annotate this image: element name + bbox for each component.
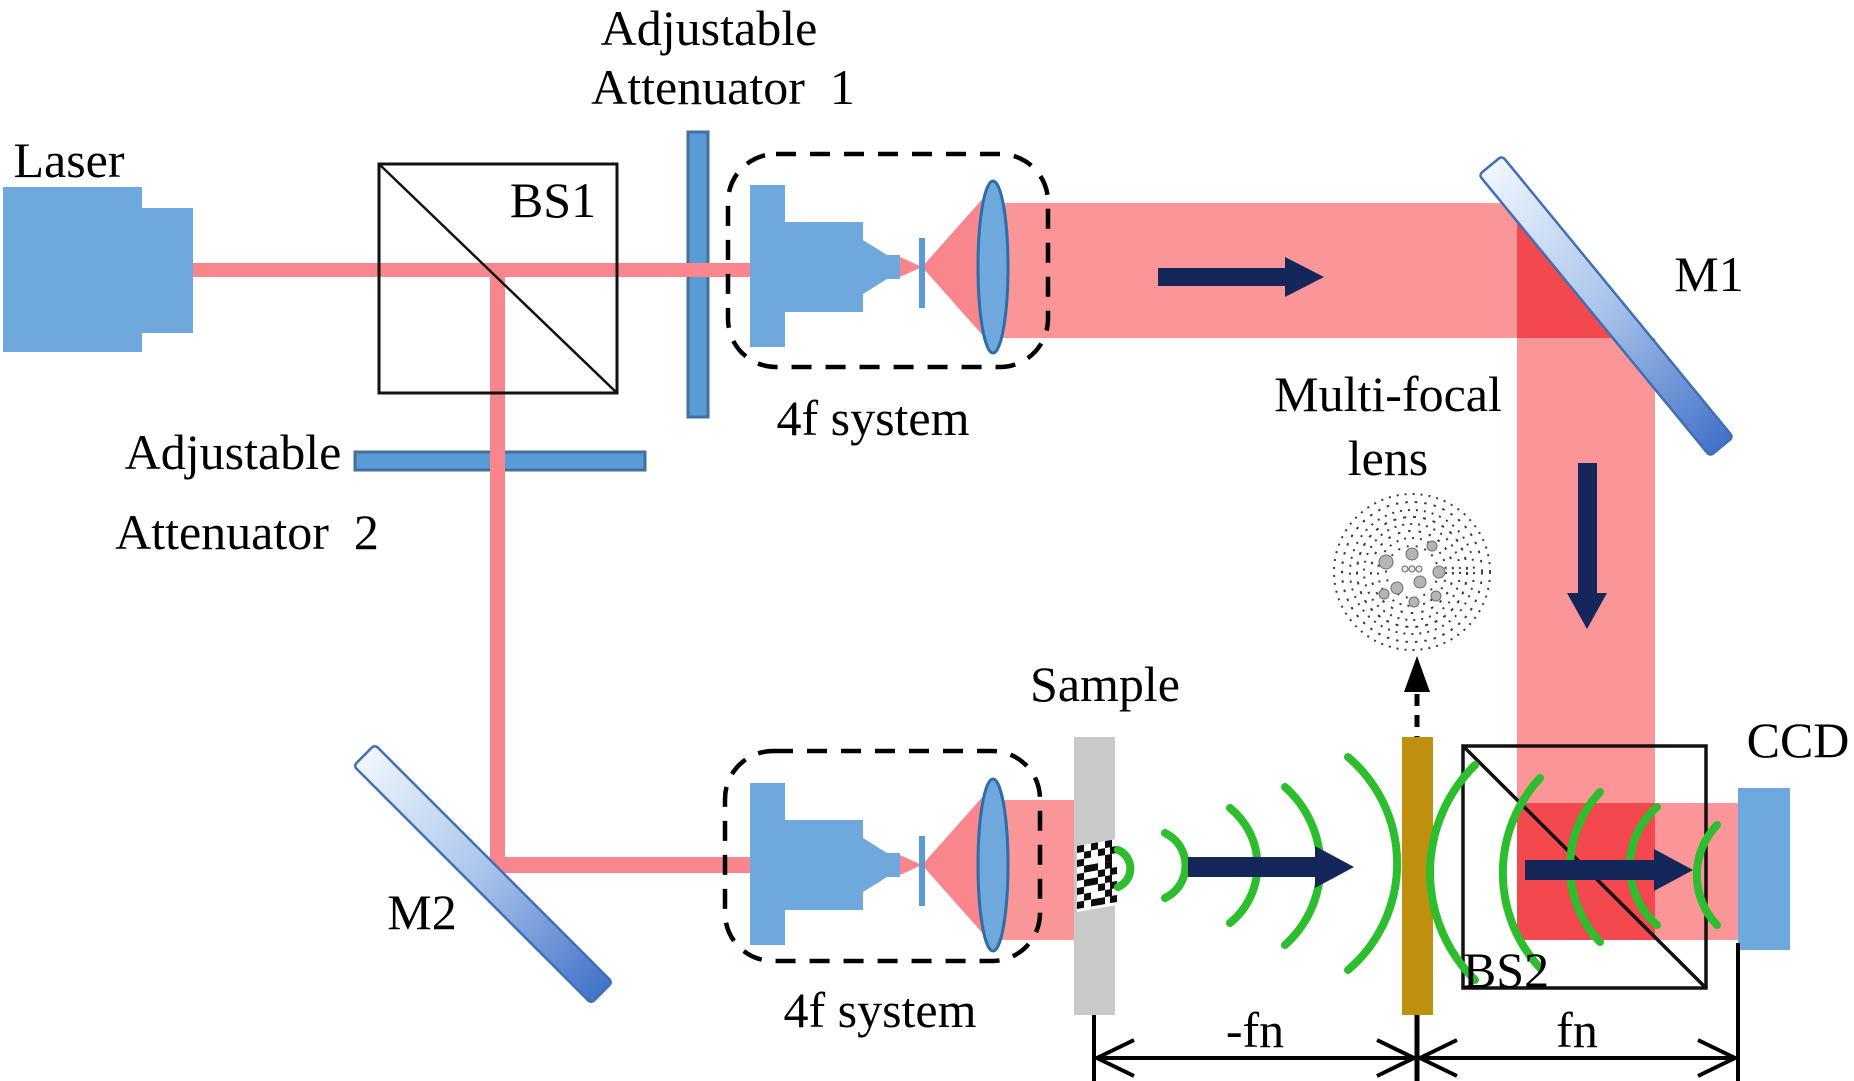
beam-bs1-down bbox=[490, 270, 505, 867]
arrowhead-right-in bbox=[1415, 1038, 1458, 1078]
ccd-sensor bbox=[1738, 788, 1790, 950]
beam-4f-to-sample bbox=[1000, 800, 1075, 940]
sample-object-pattern bbox=[1077, 838, 1117, 912]
beam-arrow-right-middle bbox=[1188, 846, 1354, 888]
m1-label: M1 bbox=[1674, 246, 1744, 302]
multifocal-label-line2: lens bbox=[1347, 430, 1429, 486]
objective-top bbox=[750, 185, 900, 347]
arrowhead-right-out bbox=[1697, 1038, 1740, 1078]
attenuator1-label-line2: Attenuator 1 bbox=[591, 59, 855, 115]
focus-cone-top-out bbox=[922, 196, 985, 338]
laser-label: Laser bbox=[13, 132, 125, 188]
dim-label-minus-fn: -fn bbox=[1225, 1002, 1285, 1058]
pinhole-bottom bbox=[919, 836, 925, 906]
attenuator2-label-line2: Attenuator 2 bbox=[115, 504, 379, 560]
collimating-lens-bottom bbox=[976, 777, 1010, 953]
dimension-lines bbox=[1092, 943, 1740, 1081]
beam-arrow-down bbox=[1567, 463, 1607, 629]
pinhole-top bbox=[919, 238, 925, 308]
sample-label: Sample bbox=[1030, 656, 1180, 712]
beamsplitter-outlines bbox=[377, 162, 1708, 990]
bs2-outline bbox=[1461, 744, 1708, 990]
bs1-diagonal bbox=[378, 163, 618, 394]
4f-optics bbox=[750, 179, 1010, 953]
dim-label-fn: fn bbox=[1556, 1002, 1598, 1058]
mirror-m2 bbox=[354, 745, 612, 1003]
up-arrowhead bbox=[1404, 656, 1430, 692]
attenuator1-label-line1: Adjustable bbox=[600, 0, 818, 56]
beam-m2-to-4f bbox=[498, 857, 758, 873]
objective-bottom bbox=[750, 783, 900, 945]
focus-cone-bottom-out bbox=[922, 794, 985, 936]
laser-head bbox=[3, 187, 193, 352]
beam-arrow-right-bs2 bbox=[1525, 849, 1693, 891]
focus-cone-top-in bbox=[900, 257, 922, 277]
converging-arc-2 bbox=[1498, 774, 1544, 972]
converging-arc-5 bbox=[1692, 821, 1721, 929]
laser-aperture bbox=[130, 208, 193, 333]
4f-box-bottom bbox=[722, 748, 1043, 964]
4f-bottom-label: 4f system bbox=[783, 982, 977, 1038]
converging-arc-1 bbox=[1426, 761, 1479, 984]
4f-boxes bbox=[722, 151, 1051, 964]
4f-box-top bbox=[725, 151, 1051, 370]
arrowhead-left-out bbox=[1092, 1038, 1135, 1078]
m2-label: M2 bbox=[387, 884, 457, 940]
bs1-label: BS1 bbox=[509, 172, 597, 228]
bs1-outline bbox=[377, 162, 619, 395]
4f-top-label: 4f system bbox=[776, 390, 970, 446]
diverging-arc-1 bbox=[1114, 846, 1135, 891]
arrowhead-left-in bbox=[1376, 1038, 1419, 1078]
beam-arrow-right-top bbox=[1158, 257, 1324, 297]
pink-beams bbox=[1000, 203, 1738, 940]
mirror-m1 bbox=[1479, 156, 1733, 456]
attenuator2-label-line1: Adjustable bbox=[124, 424, 342, 480]
diverging-arc-2 bbox=[1161, 829, 1190, 902]
ccd-label: CCD bbox=[1746, 712, 1850, 768]
multifocal-label-line1: Multi-focal bbox=[1274, 366, 1502, 422]
collimating-lens-top bbox=[976, 179, 1010, 355]
multifocal-lens-pattern bbox=[1333, 493, 1491, 651]
beam-laser-to-4f bbox=[192, 263, 758, 277]
focus-cone-bottom-in bbox=[900, 855, 922, 875]
bs2-label: BS2 bbox=[1462, 942, 1550, 998]
multifocal-pointer bbox=[1404, 656, 1430, 737]
diverging-arc-5 bbox=[1344, 753, 1402, 974]
direction-arrows bbox=[1158, 257, 1693, 891]
laser-body bbox=[3, 187, 142, 352]
